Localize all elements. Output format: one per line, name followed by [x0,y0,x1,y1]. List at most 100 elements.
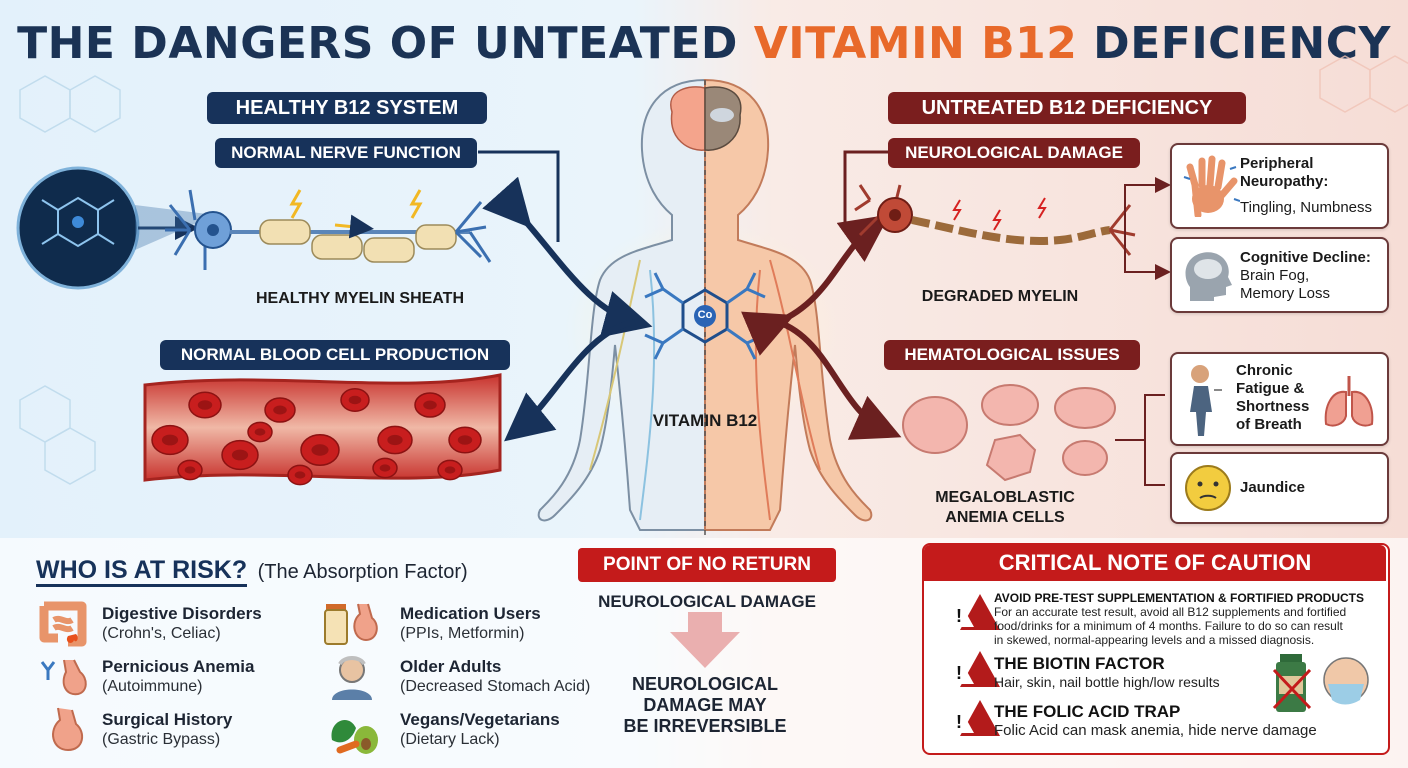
red-blood-cell-center [161,434,179,446]
caution-biotin-desc: Hair, skin, nail bottle high/low results [994,674,1220,690]
fatigue-title-1: Chronic [1236,362,1293,379]
jaundice-title: Jaundice [1240,479,1306,496]
risk-item-vegan: Vegans/Vegetarians (Dietary Lack) [400,710,560,750]
warning-icon: ! [946,594,1000,630]
red-blood-cell-center [379,464,391,472]
healthy-myelin-label: HEALTHY MYELIN SHEATH [255,290,464,307]
healthy-neuron-icon [165,189,492,270]
fatigue-title-3: Shortness [1236,398,1310,415]
symptom-card-cognitive: Cognitive Decline: Brain Fog, Memory Los… [1170,237,1389,313]
red-blood-cell-center [294,471,306,479]
neuropathy-title-2: Neuropathy: [1240,173,1329,190]
neuropathy-desc: Tingling, Numbness [1240,199,1373,216]
risk-medication-sub: (PPIs, Metformin) [400,625,525,642]
risk-vegan-name: Vegans/Vegetarians [400,710,560,729]
deficiency-header: UNTREATED B12 DEFICIENCY [888,92,1246,124]
intestine-icon [39,601,87,647]
warning-icon: ! [946,700,1000,736]
risk-item-medication: Medication Users (PPIs, Metformin) [400,604,541,644]
fatigue-title-2: Fatigue & [1236,380,1305,397]
normal-nerve-label: NORMAL NERVE FUNCTION [215,138,477,168]
risk-header: WHO IS AT RISK? (The Absorption Factor) [36,556,468,587]
cognitive-title: Cognitive Decline: [1240,249,1371,266]
title-part-2: DEFICIENCY [1077,18,1391,69]
risk-item-digestive: Digestive Disorders (Crohn's, Celiac) [102,604,262,644]
risk-item-surgical: Surgical History (Gastric Bypass) [102,710,232,750]
vegetables-icon [331,719,378,754]
older-adult-icon [332,656,372,700]
hex-decoration-right [1319,55,1408,113]
molecule-zoom-icon [16,166,215,290]
caution-item-biotin: THE BIOTIN FACTOR Hair, skin, nail bottl… [994,654,1220,690]
cobalt-atom-icon [694,305,716,327]
symptom-card-neuropathy: Peripheral Neuropathy: Tingling, Numbnes… [1170,143,1389,229]
red-blood-cell-center [273,405,287,415]
risk-header-title: WHO IS AT RISK? [36,556,248,587]
degraded-myelin-label: DEGRADED MYELIN [921,288,1079,305]
connector-center-to-nerve [482,176,653,338]
biotin-bottle-masked-face-icon [1272,654,1369,712]
risk-header-sub: (The Absorption Factor) [257,561,468,583]
vitamin-b12-label: VITAMIN B12 [652,411,758,430]
hex-decoration-left [19,75,121,485]
red-blood-cell-center [254,428,266,436]
neuropathy-title-1: Peripheral [1240,155,1314,172]
irreversible-line-2: DAMAGE MAY [643,695,767,715]
risk-item-pernicious: Pernicious Anemia (Autoimmune) [102,657,254,697]
no-return-header: POINT OF NO RETURN [578,548,836,582]
hemato-issues-label: HEMATOLOGICAL ISSUES [884,340,1140,370]
connector-neuro-label [843,150,888,225]
warning-icon: ! [946,651,1000,687]
caution-header: CRITICAL NOTE OF CAUTION [924,545,1386,581]
red-blood-cell-center [348,395,362,405]
red-blood-cell-center [423,400,437,410]
caution-supplement-line-1: For an accurate test result, avoid all B… [994,605,1347,619]
risk-vegan-sub: (Dietary Lack) [400,731,500,748]
connector-to-cognitive [1124,240,1171,280]
healthy-system-header: HEALTHY B12 SYSTEM [207,92,487,124]
megaloblastic-cells-icon [902,384,1116,482]
risk-pernicious-name: Pernicious Anemia [102,657,255,676]
risk-older-name: Older Adults [400,657,502,676]
red-blood-cell-center [184,466,196,474]
cognitive-desc-2: Memory Loss [1240,285,1331,302]
red-blood-cell-center [457,435,473,445]
caution-item-folic: THE FOLIC ACID TRAP Folic Acid can mask … [994,702,1317,739]
megaloblastic-label-line-2: ANEMIA CELLS [945,509,1065,526]
risk-digestive-name: Digestive Disorders [102,604,262,623]
title-highlight: VITAMIN B12 [753,18,1078,69]
antibody-stomach-icon [40,659,87,696]
red-blood-cell-center [387,434,403,446]
irreversible-text: NEUROLOGICAL DAMAGE MAY BE IRREVERSIBLE [590,674,820,737]
irreversible-line-1: NEUROLOGICAL [632,674,778,694]
connector-center-to-blood [504,319,636,442]
normal-blood-label: NORMAL BLOOD CELL PRODUCTION [160,340,510,370]
connector-center-to-hemato [776,319,902,440]
caution-biotin-title: THE BIOTIN FACTOR [994,654,1165,673]
connector-center-to-neuro [741,214,890,356]
head-brain-icon [1185,252,1232,301]
cobalt-symbol: Co [697,309,713,321]
caution-item-supplementation: AVOID PRE-TEST SUPPLEMENTATION & FORTIFI… [994,591,1382,647]
jaundice-face-icon [1185,465,1231,511]
risk-item-older: Older Adults (Decreased Stomach Acid) [400,657,590,697]
risk-surgical-sub: (Gastric Bypass) [102,731,221,748]
lungs-icon [1324,376,1374,427]
red-blood-cell-center [231,449,249,461]
cognitive-desc-1: Brain Fog, [1240,267,1310,284]
degraded-neuron-icon [854,184,1136,256]
connector-nerve-to-center [478,150,560,242]
megaloblastic-label-line-1: MEGALOBLASTIC [935,489,1075,506]
symptom-card-jaundice: Jaundice [1170,452,1389,524]
risk-pernicious-sub: (Autoimmune) [102,678,203,695]
caution-folic-title: THE FOLIC ACID TRAP [994,702,1181,721]
neuro-damage-label: NEUROLOGICAL DAMAGE [888,138,1140,168]
tired-person-icon [1190,365,1222,436]
caution-supplement-line-2: food/drinks for a minimum of 4 months. F… [994,619,1343,633]
connector-to-hemato-symptoms [1115,394,1165,486]
no-return-sub: NEUROLOGICAL DAMAGE [598,592,816,611]
symptom-card-fatigue: Chronic Fatigue & Shortness of Breath [1170,352,1389,446]
title-part-1: THE DANGERS OF UNTEATED [17,18,754,69]
red-blood-cell-center [197,400,213,410]
caution-folic-desc: Folic Acid can mask anemia, hide nerve d… [994,722,1317,739]
